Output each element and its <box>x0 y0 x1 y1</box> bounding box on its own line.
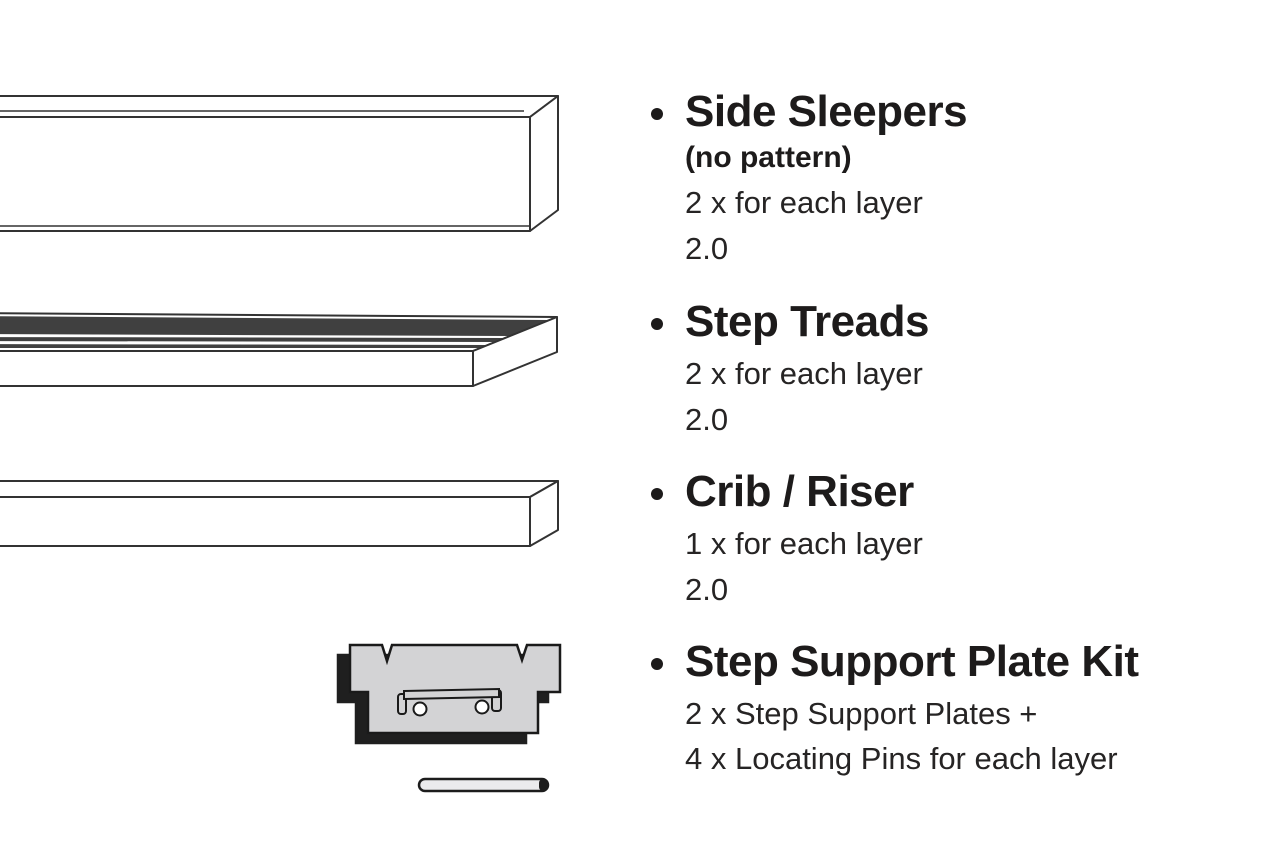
part-thickness: 2.0 <box>685 572 729 607</box>
bullet-icon <box>651 658 663 670</box>
part-title: Step Support Plate Kit <box>685 637 1139 686</box>
step-support-plate-illustration <box>336 643 562 745</box>
parts-list-item-step-treads: Step Treads 2 x for each layer 2.0 <box>651 297 929 437</box>
crib-riser-illustration <box>0 480 559 547</box>
part-quantity-secondary: 4 x Locating Pins for each layer <box>685 741 1118 776</box>
parts-illustrations <box>0 95 562 793</box>
part-quantity: 1 x for each layer <box>685 526 923 561</box>
part-title: Step Treads <box>685 297 929 346</box>
parts-list-item-side-sleepers: Side Sleepers (no pattern) 2 x for each … <box>651 87 968 266</box>
bullet-icon <box>651 318 663 330</box>
part-thickness: 2.0 <box>685 231 729 266</box>
part-quantity: 2 x for each layer <box>685 185 923 220</box>
plate-bracket <box>397 687 502 717</box>
locating-pin-illustration <box>417 777 550 793</box>
parts-list-item-step-support-plate-kit: Step Support Plate Kit 2 x Step Support … <box>651 637 1139 776</box>
part-quantity: 2 x for each layer <box>685 356 923 391</box>
part-title: Side Sleepers <box>685 87 968 136</box>
parts-list-item-crib-riser: Crib / Riser 1 x for each layer 2.0 <box>651 467 923 607</box>
part-subtitle: (no pattern) <box>685 141 852 174</box>
bullet-icon <box>651 488 663 500</box>
side-sleeper-beam-illustration <box>0 95 559 232</box>
step-tread-illustration <box>0 312 558 387</box>
part-thickness: 2.0 <box>685 402 729 437</box>
part-title: Crib / Riser <box>685 467 914 516</box>
bullet-icon <box>651 108 663 120</box>
part-quantity: 2 x Step Support Plates + <box>685 696 1038 731</box>
